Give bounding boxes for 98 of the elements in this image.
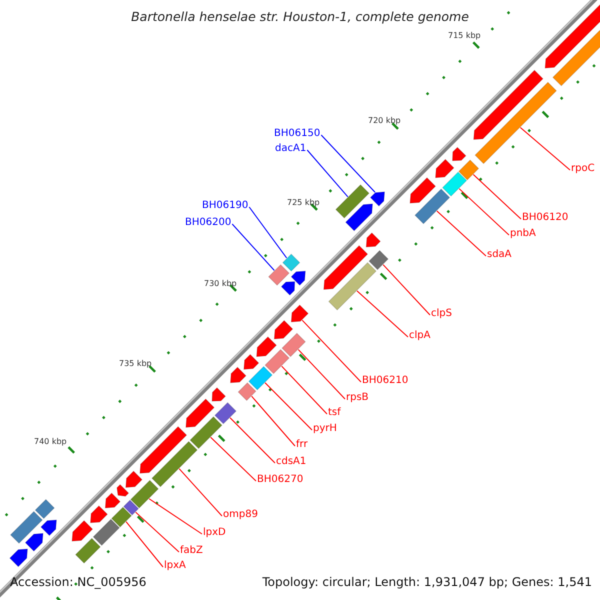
leader-line — [148, 498, 202, 534]
gene-bar — [248, 366, 273, 390]
gene-label: BH06190 — [202, 201, 248, 211]
gene-block — [40, 520, 57, 536]
gene-bar — [75, 538, 101, 564]
scale-label: 730 kbp — [204, 280, 237, 288]
leader-line — [520, 127, 570, 170]
leader-line — [302, 320, 362, 382]
gene-bar — [10, 510, 43, 544]
gene-block — [345, 203, 373, 232]
gene-bar — [264, 348, 290, 374]
gene-block — [452, 146, 466, 162]
gene-bar — [442, 172, 468, 197]
accession-text: Accession: NC_005956 — [10, 576, 146, 588]
gene-label: cdsA1 — [276, 457, 306, 467]
gene-block — [230, 366, 247, 384]
gene-label: BH06200 — [185, 218, 232, 228]
gene-block — [243, 354, 260, 370]
gene-bar — [458, 159, 480, 180]
leader-line — [320, 134, 376, 193]
gene-label: BH06270 — [257, 475, 304, 485]
leader-line — [178, 468, 222, 516]
gene-block — [9, 548, 28, 568]
gene-label: lpxD — [203, 528, 226, 538]
leader-line — [248, 206, 288, 258]
gene-bar — [474, 82, 557, 164]
gene-bar — [282, 254, 300, 272]
leader-line — [382, 264, 430, 316]
leader-line — [232, 224, 275, 271]
gene-label: sdaA — [487, 250, 512, 260]
gene-block — [280, 281, 296, 296]
scale-label: 735 kbp — [119, 360, 152, 368]
gene-label: BH06120 — [522, 213, 568, 223]
leader-line — [458, 188, 510, 236]
gene-label: dacA1 — [275, 144, 306, 154]
gene-bar — [328, 262, 377, 311]
scale-label: 725 kbp — [287, 199, 320, 207]
gene-block — [185, 398, 215, 428]
gene-label: pyrH — [313, 424, 337, 434]
gene-block — [72, 520, 94, 542]
scale-label: 720 kbp — [368, 117, 401, 125]
gene-bar — [123, 500, 140, 516]
gene-bar — [92, 518, 120, 546]
gene-bar — [268, 264, 290, 286]
gene-block — [90, 505, 108, 524]
gene-label: clpA — [409, 331, 430, 341]
gene-block — [116, 484, 130, 497]
gene-bar — [130, 480, 159, 509]
leader-line — [281, 366, 328, 414]
gene-block — [323, 245, 368, 290]
gene-bar — [368, 250, 389, 270]
leader-line — [230, 417, 276, 464]
leader-line — [436, 210, 486, 256]
gene-bar — [281, 332, 306, 358]
gene-block — [139, 426, 188, 474]
title: Bartonella henselae str. Houston-1, complete genome — [131, 9, 469, 24]
gene-block — [256, 336, 277, 358]
gene-block — [24, 532, 44, 552]
gene-block — [274, 320, 294, 340]
gene-label: BH06210 — [362, 376, 408, 386]
gene-label: clpS — [431, 309, 452, 319]
gene-label: omp89 — [223, 510, 258, 520]
gene-bar — [151, 440, 198, 488]
gene-block — [104, 492, 121, 508]
leader-line — [472, 174, 522, 220]
leader-line — [298, 349, 346, 400]
gene-block — [410, 177, 436, 204]
leader-line — [210, 436, 256, 482]
gene-bar — [414, 188, 450, 224]
gene-label: tsf — [328, 408, 341, 418]
gene-bar — [214, 402, 237, 424]
gene-label: BH06150 — [274, 129, 320, 139]
leader-line — [135, 512, 180, 552]
gene-label: rpsB — [346, 393, 369, 403]
leader-line — [126, 521, 164, 568]
gene-label: fabZ — [180, 546, 203, 556]
gene-bar — [238, 382, 256, 402]
gene-block — [473, 70, 544, 140]
gene-block — [290, 304, 309, 322]
summary-text: Topology: circular; Length: 1,931,047 bp; Genes: 1,541 — [262, 576, 592, 588]
gene-bar — [190, 416, 222, 450]
gene-block — [435, 158, 454, 178]
gene-block — [125, 470, 143, 488]
gene-label: frr — [296, 440, 308, 450]
gene-label: lpxA — [164, 561, 186, 571]
leader-line — [356, 290, 408, 338]
gene-bar — [335, 184, 370, 219]
gene-block — [366, 232, 381, 248]
gene-block — [290, 270, 306, 286]
gene-label: rpoC — [571, 164, 595, 174]
gene-label: pnbA — [510, 229, 536, 239]
leader-line — [251, 396, 296, 446]
scale-label: 715 kbp — [448, 32, 481, 40]
gene-bar — [34, 498, 55, 520]
gene-bar — [111, 506, 132, 528]
leader-line — [264, 382, 312, 430]
leader-line — [306, 150, 348, 198]
scale-label: 740 kbp — [34, 438, 67, 446]
